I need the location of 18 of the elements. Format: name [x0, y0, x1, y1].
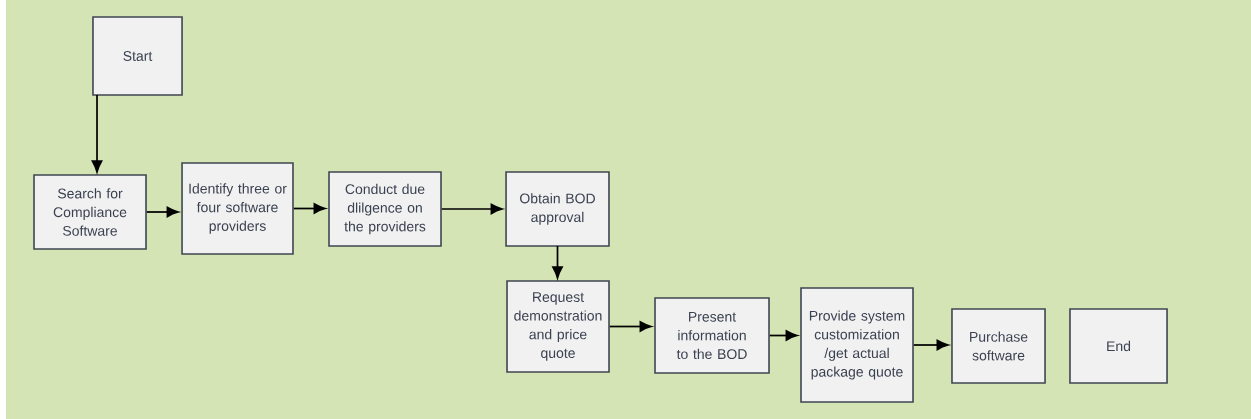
- arrow: [552, 245, 563, 279]
- process-box: Start: [92, 16, 183, 96]
- process-box: End: [1069, 308, 1168, 384]
- arrow: [292, 203, 326, 214]
- arrow: [91, 94, 103, 173]
- process-box: Request demonstration and price quote: [506, 280, 610, 373]
- process-box: Obtain BOD approval: [505, 171, 610, 247]
- process-box: Provide system customization /get actual package quote: [800, 287, 914, 403]
- arrow: [608, 321, 652, 332]
- arrow: [145, 206, 179, 218]
- process-box: Purchase software: [951, 308, 1046, 384]
- arrow: [768, 330, 798, 341]
- arrow: [440, 203, 503, 215]
- process-box: Conduct due dlilgence on the providers: [328, 171, 442, 247]
- process-box: Present information to the BOD: [654, 297, 770, 374]
- process-box: Identify three or four software providers: [181, 162, 294, 255]
- arrow: [912, 339, 949, 351]
- process-box: Search for Compliance Software: [33, 174, 147, 250]
